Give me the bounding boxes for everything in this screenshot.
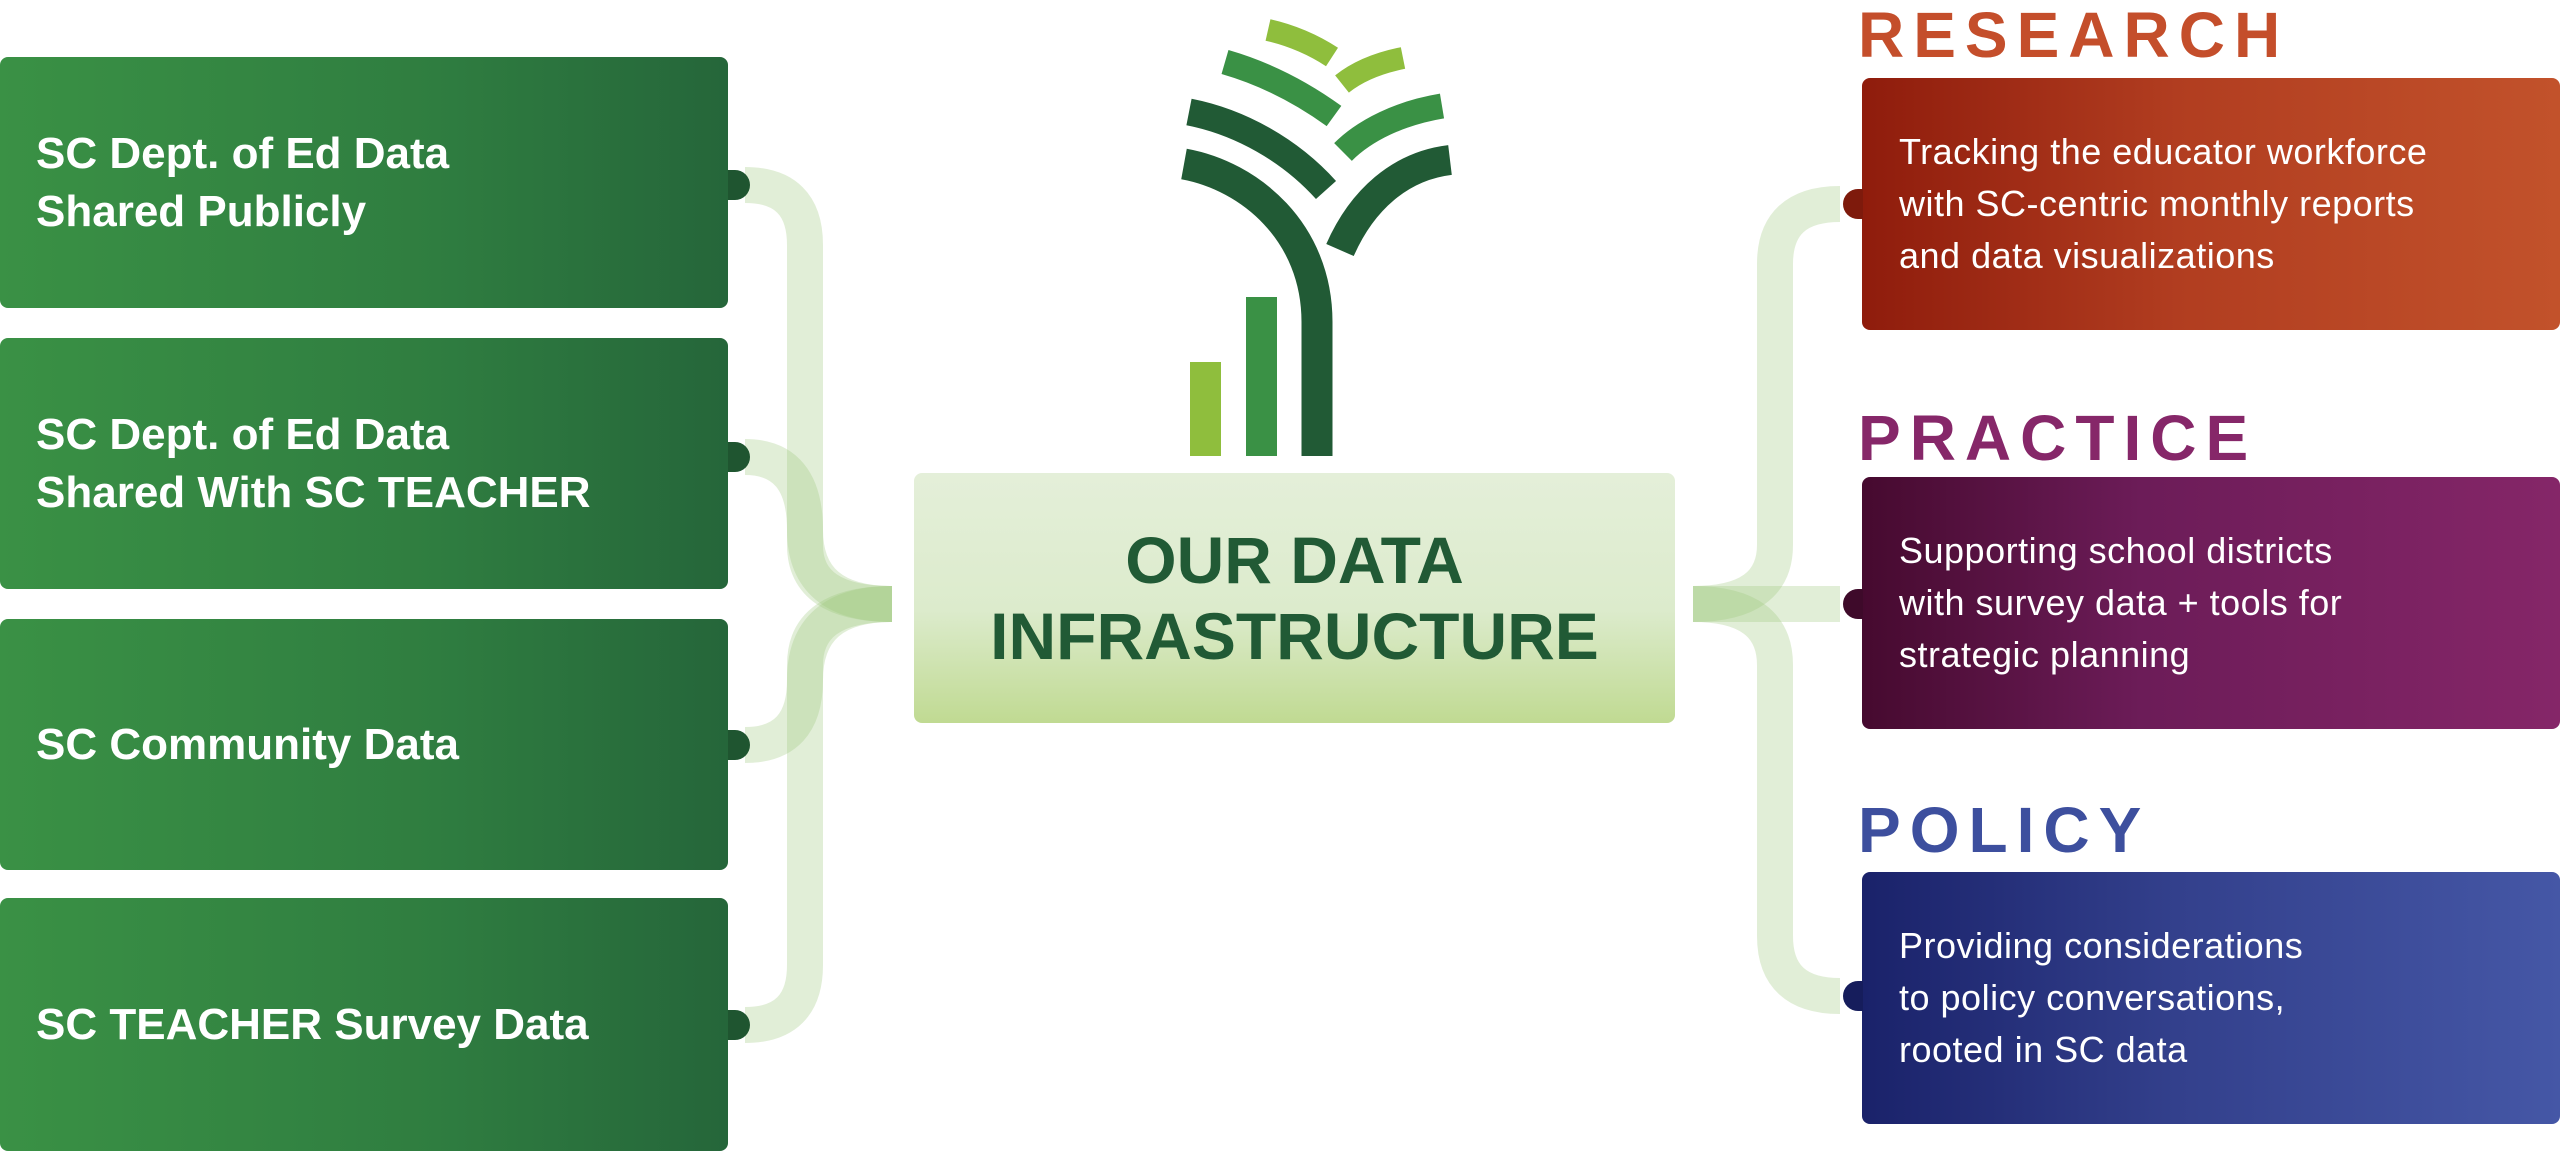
output-box-practice: Supporting school districts with survey … bbox=[1862, 477, 2560, 729]
output-box-research: Tracking the educator workforce with SC-… bbox=[1862, 78, 2560, 330]
connector-dot bbox=[728, 1010, 750, 1040]
center-data-infrastructure: OUR DATA INFRASTRUCTURE bbox=[914, 473, 1675, 723]
connector-dot bbox=[728, 442, 750, 472]
output-description: Providing considerations to policy conve… bbox=[1899, 925, 2304, 1070]
heading-policy: POLICY bbox=[1858, 794, 2151, 866]
connector-dot bbox=[1843, 981, 1863, 1011]
tree-logo-icon bbox=[1180, 19, 1453, 456]
connector-dot bbox=[728, 170, 750, 200]
output-box-policy: Providing considerations to policy conve… bbox=[1862, 872, 2560, 1124]
output-description: Supporting school districts with survey … bbox=[1899, 530, 2343, 675]
connector-dot bbox=[1843, 589, 1863, 619]
source-box-community-data: SC Community Data bbox=[0, 619, 728, 870]
source-box-sc-dept-ed-public: SC Dept. of Ed Data Shared Publicly bbox=[0, 57, 728, 308]
source-box-sc-dept-ed-shared: SC Dept. of Ed Data Shared With SC TEACH… bbox=[0, 338, 728, 589]
heading-research: RESEARCH bbox=[1858, 0, 2290, 71]
connector-dot bbox=[1843, 189, 1863, 219]
source-box-survey-data: SC TEACHER Survey Data bbox=[0, 898, 728, 1151]
output-description: Tracking the educator workforce with SC-… bbox=[1899, 131, 2428, 276]
connector-dot bbox=[728, 730, 750, 760]
source-label: SC Dept. of Ed Data Shared Publicly bbox=[36, 128, 450, 236]
source-label: SC Dept. of Ed Data Shared With SC TEACH… bbox=[36, 409, 591, 517]
source-label: SC TEACHER Survey Data bbox=[36, 999, 589, 1049]
source-label: SC Community Data bbox=[36, 719, 459, 769]
heading-practice: PRACTICE bbox=[1858, 402, 2258, 474]
